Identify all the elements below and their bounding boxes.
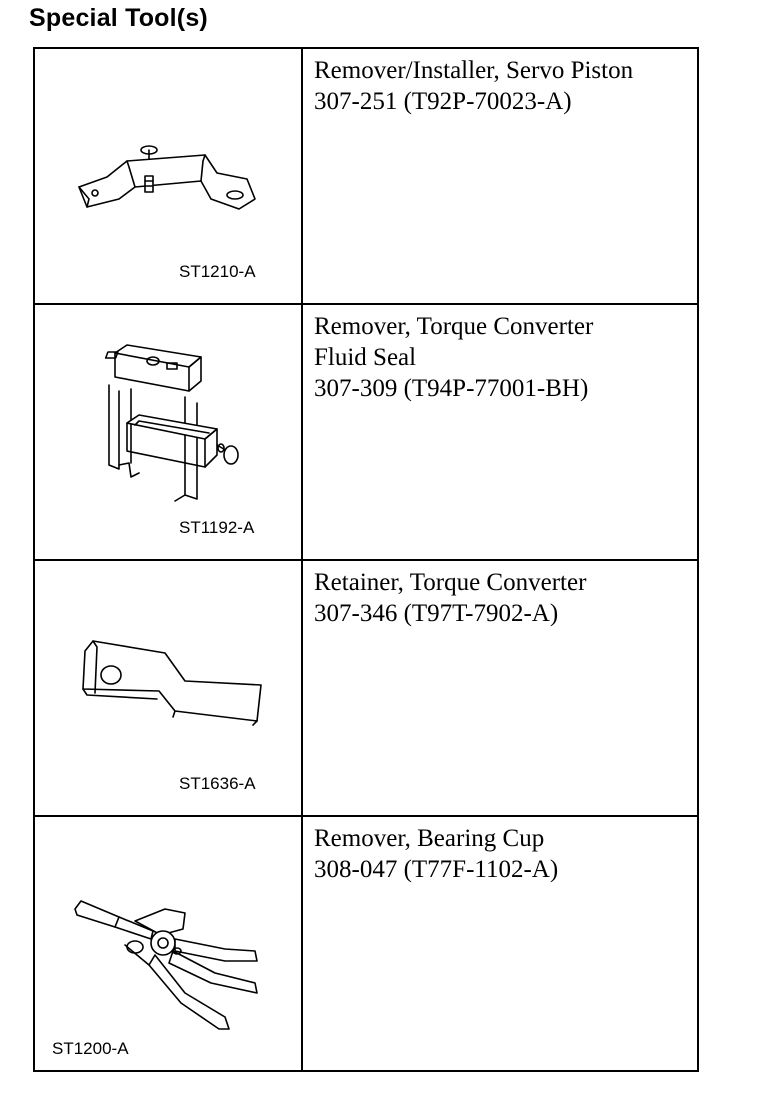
tool-row: ST1636-A Retainer, Torque Converter 307-… (35, 561, 697, 817)
tool-number: 307-309 (T94P-77001-BH) (314, 375, 589, 402)
tool-description: Remover/Installer, Servo Piston 307-251 … (303, 49, 697, 303)
tool-name: Retainer, Torque Converter (314, 569, 587, 596)
tool-number: 307-251 (T92P-70023-A) (314, 88, 572, 115)
tool-image-cell: ST1200-A (35, 817, 303, 1070)
tool-image-code: ST1200-A (52, 1039, 129, 1058)
bearing-cup-remover-icon (74, 900, 258, 1030)
tool-image-code: ST1636-A (179, 774, 256, 793)
tool-description: Retainer, Torque Converter 307-346 (T97T… (303, 561, 697, 815)
tool-name: Remover, Torque Converter (314, 313, 594, 340)
page-title: Special Tool(s) (29, 4, 208, 32)
tool-row: ST1210-A Remover/Installer, Servo Piston… (35, 49, 697, 305)
tool-name: Remover, Bearing Cup (314, 825, 545, 852)
torque-converter-retainer-icon (82, 640, 262, 726)
tool-name: Remover/Installer, Servo Piston (314, 57, 634, 84)
servo-piston-remover-icon (78, 145, 256, 210)
tool-name-cont: Fluid Seal (314, 344, 417, 371)
tool-description: Remover, Bearing Cup 308-047 (T77F-1102-… (303, 817, 697, 1070)
tool-description: Remover, Torque Converter Fluid Seal 307… (303, 305, 697, 559)
special-tools-table: ST1210-A Remover/Installer, Servo Piston… (33, 47, 699, 1072)
tool-number: 308-047 (T77F-1102-A) (314, 856, 559, 883)
tool-image-cell: ST1636-A (35, 561, 303, 815)
tool-image-code: ST1192-A (179, 518, 255, 537)
tool-image-code: ST1210-A (179, 262, 256, 281)
torque-converter-seal-remover-icon (104, 344, 239, 502)
tool-row: ST1192-A Remover, Torque Converter Fluid… (35, 305, 697, 561)
tool-number: 307-346 (T97T-7902-A) (314, 600, 559, 627)
tool-row: ST1200-A Remover, Bearing Cup 308-047 (T… (35, 817, 697, 1070)
tool-image-cell: ST1210-A (35, 49, 303, 303)
tool-image-cell: ST1192-A (35, 305, 303, 559)
